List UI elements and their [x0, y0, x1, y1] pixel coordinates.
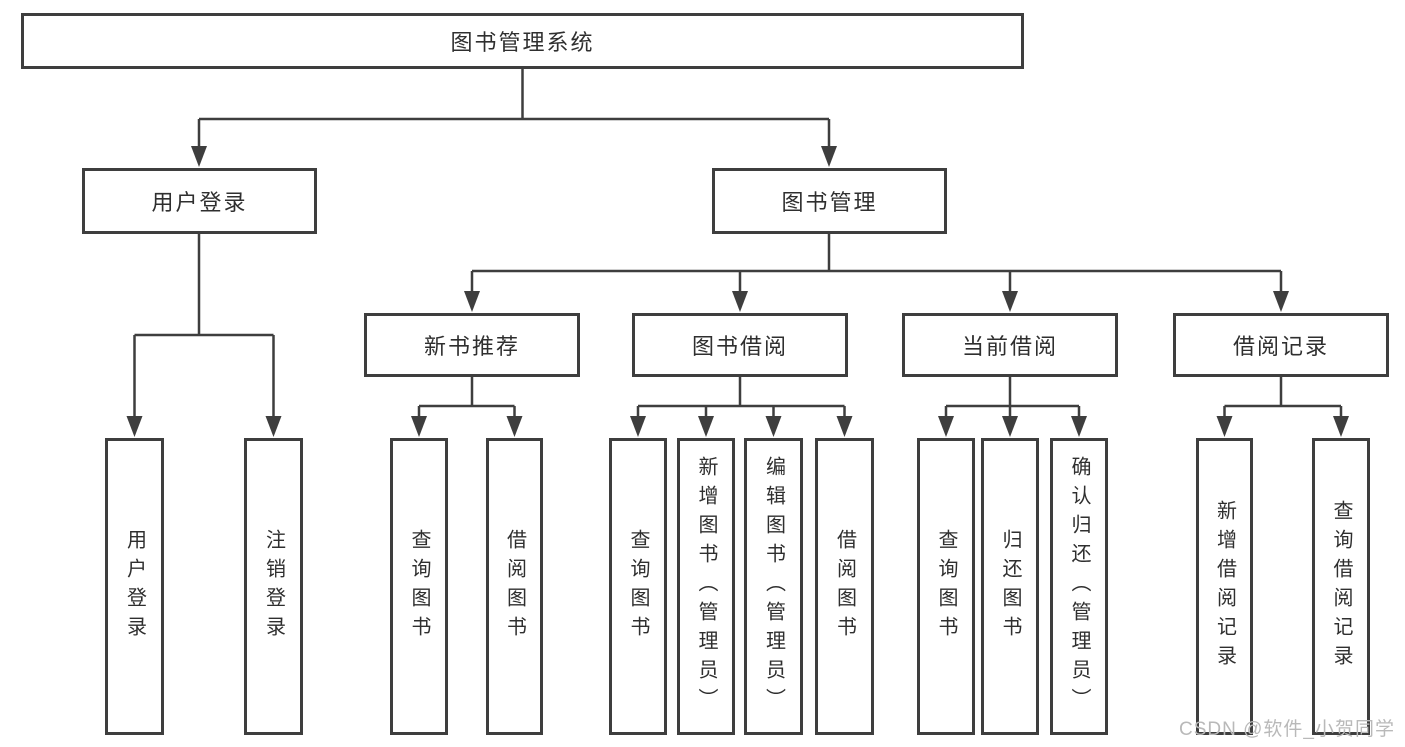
- node-root: 图书管理系统: [21, 13, 1024, 69]
- leaf-logout-label: 注销登录: [262, 528, 285, 645]
- arrowhead-icon: [732, 291, 748, 312]
- leaf-add-books-admin: 新增图书（管理员）: [677, 438, 735, 735]
- leaf-user-login-label: 用户登录: [123, 528, 146, 645]
- leaf-logout: 注销登录: [244, 438, 303, 735]
- leaf-confirm-return-admin: 确认归还（管理员）: [1050, 438, 1108, 735]
- connector-new-book-to-leaves: [417, 377, 516, 420]
- connector-book-mgmt-to-level3: [470, 234, 1283, 295]
- arrowhead-icon: [1002, 291, 1018, 312]
- leaf-add-borrow-record: 新增借阅记录: [1196, 438, 1253, 735]
- arrowhead-icon: [191, 146, 207, 167]
- leaf-add-books-admin-label: 新增图书（管理员）: [695, 456, 717, 717]
- arrowhead-icon: [126, 416, 143, 437]
- arrowhead-icon: [1333, 416, 1349, 437]
- leaf-query-books-recommend-label: 查询图书: [408, 528, 430, 645]
- node-root-label: 图书管理系统: [450, 30, 595, 55]
- leaf-confirm-return-admin-label: 确认归还（管理员）: [1068, 456, 1090, 717]
- leaf-borrow-books-label: 借阅图书: [833, 528, 856, 645]
- leaf-query-books-current: 查询图书: [917, 438, 975, 735]
- leaf-user-login: 用户登录: [105, 438, 164, 735]
- node-user-login-label: 用户登录: [151, 190, 248, 215]
- arrowhead-icon: [765, 416, 782, 437]
- node-new-book-recommend-label: 新书推荐: [423, 334, 520, 359]
- arrowhead-icon: [265, 416, 282, 437]
- arrowhead-icon: [630, 416, 646, 437]
- connector-book-borrow-to-leaves: [636, 377, 846, 420]
- leaf-add-borrow-record-label: 新增借阅记录: [1213, 499, 1236, 674]
- watermark: CSDN @软件_小贺同学: [1179, 719, 1395, 740]
- leaf-query-books-recommend: 查询图书: [390, 438, 448, 735]
- leaf-query-borrow-record: 查询借阅记录: [1312, 438, 1370, 735]
- node-borrow-records-label: 借阅记录: [1232, 334, 1329, 359]
- node-book-borrow: 图书借阅: [632, 313, 848, 377]
- arrowhead-icon: [821, 146, 837, 167]
- node-current-borrow-label: 当前借阅: [961, 334, 1058, 359]
- node-borrow-records: 借阅记录: [1173, 313, 1389, 377]
- arrowhead-icon: [836, 416, 853, 437]
- leaf-edit-books-admin: 编辑图书（管理员）: [744, 438, 803, 735]
- arrowhead-icon: [1216, 416, 1233, 437]
- arrowhead-icon: [506, 416, 523, 437]
- leaf-borrow-books: 借阅图书: [815, 438, 874, 735]
- connector-records-to-leaves: [1223, 377, 1343, 420]
- leaf-return-books: 归还图书: [981, 438, 1039, 735]
- arrowhead-icon: [938, 416, 954, 437]
- leaf-borrow-books-recommend-label: 借阅图书: [503, 528, 526, 645]
- arrowhead-icon: [464, 291, 480, 312]
- node-book-borrow-label: 图书借阅: [691, 334, 788, 359]
- connector-current-borrow-to-leaves: [944, 377, 1081, 420]
- arrowhead-icon: [1273, 291, 1289, 312]
- leaf-return-books-label: 归还图书: [999, 528, 1021, 645]
- connector-root-to-level2: [197, 68, 831, 150]
- connector-user-login-to-leaves: [133, 234, 275, 420]
- node-user-login: 用户登录: [82, 168, 317, 234]
- leaf-query-books-borrow: 查询图书: [609, 438, 667, 735]
- leaf-query-borrow-record-label: 查询借阅记录: [1330, 499, 1352, 674]
- arrowhead-icon: [1071, 416, 1087, 437]
- node-book-management-label: 图书管理: [781, 190, 878, 215]
- node-book-management: 图书管理: [712, 168, 947, 234]
- leaf-query-books-borrow-label: 查询图书: [627, 528, 649, 645]
- leaf-query-books-current-label: 查询图书: [935, 528, 957, 645]
- arrowheads: [126, 146, 1349, 437]
- arrowhead-icon: [411, 416, 427, 437]
- leaf-borrow-books-recommend: 借阅图书: [486, 438, 543, 735]
- node-current-borrow: 当前借阅: [902, 313, 1118, 377]
- leaf-edit-books-admin-label: 编辑图书（管理员）: [762, 456, 785, 717]
- arrowhead-icon: [698, 416, 714, 437]
- arrowhead-icon: [1002, 416, 1018, 437]
- node-new-book-recommend: 新书推荐: [364, 313, 580, 377]
